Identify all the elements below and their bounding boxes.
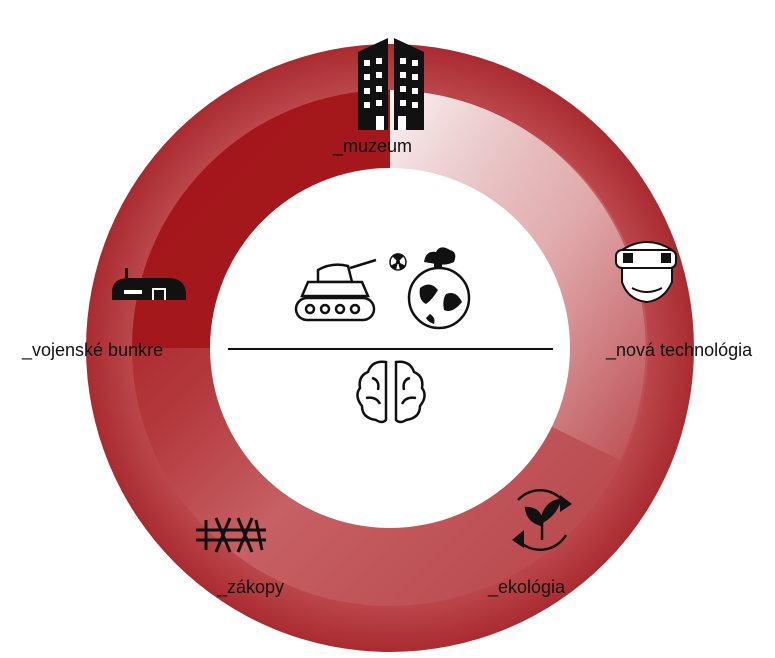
- segment-label-vojenske-bunkre: _vojenské bunkre: [22, 340, 164, 360]
- segment-label-muzeum: _muzeum: [333, 136, 413, 156]
- bunker-icon: [112, 268, 186, 300]
- barbed-wire-icon: [196, 517, 266, 553]
- recycle-plant-icon: [512, 488, 572, 552]
- radiation-earth-icon: [389, 247, 471, 330]
- segment-label-nova-technologia: _nová technológia: [606, 340, 753, 360]
- brain-icon: [356, 360, 426, 424]
- vr-headset-icon: [615, 241, 677, 304]
- segment-label-zakopy: _zákopy: [217, 577, 285, 597]
- building-icon: [358, 38, 424, 130]
- segment-label-ekologia: _ekológia: [488, 577, 566, 597]
- tank-icon: [294, 258, 377, 322]
